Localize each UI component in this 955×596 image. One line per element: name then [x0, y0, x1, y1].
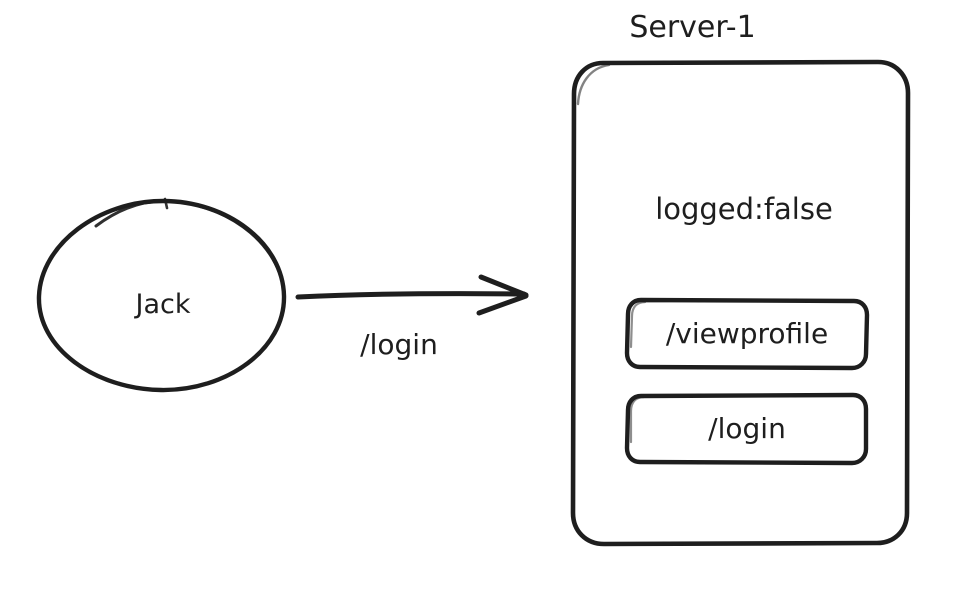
endpoint-label-login: /login — [708, 412, 786, 445]
endpoint-box-login[interactable] — [624, 392, 869, 466]
server-title: Server-1 — [629, 10, 756, 45]
server-state-text: logged:false — [655, 192, 833, 226]
client-node-shape[interactable] — [36, 197, 287, 393]
request-arrow[interactable] — [295, 274, 529, 316]
request-arrow-label: /login — [360, 328, 438, 361]
endpoint-label-viewprofile: /viewprofile — [665, 317, 829, 350]
client-node-label: Jack — [135, 289, 191, 320]
endpoint-box-viewprofile[interactable] — [624, 297, 870, 371]
